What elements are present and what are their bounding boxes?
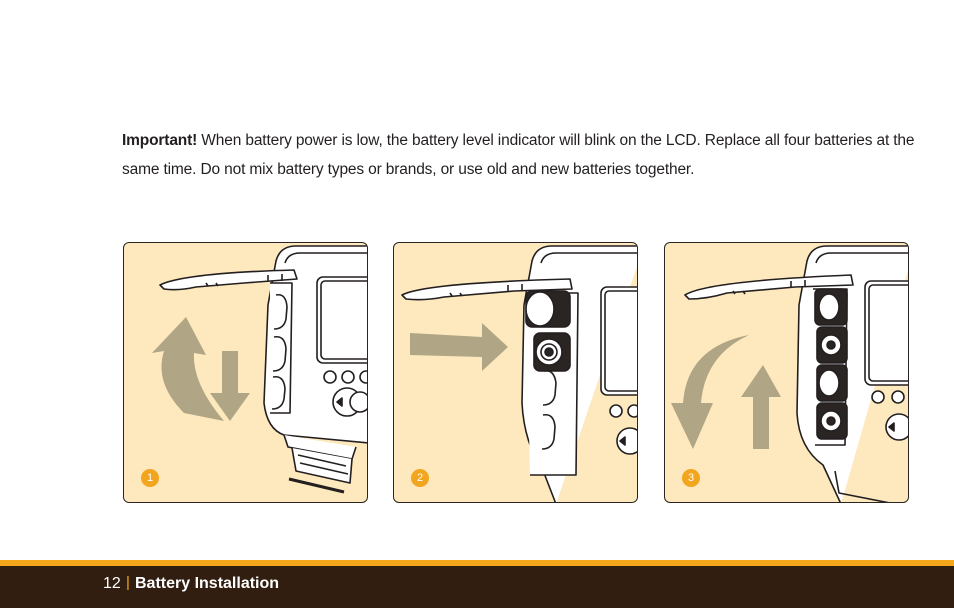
open-battery-door-illustration	[152, 245, 367, 494]
page-footer: 12 | Battery Installation	[0, 566, 954, 608]
section-title: Battery Installation	[135, 575, 280, 592]
step-3-panel: 3	[664, 242, 909, 503]
page-number: 12	[103, 575, 121, 592]
insert-batteries-illustration	[401, 245, 637, 502]
note-text: When battery power is low, the battery l…	[122, 131, 915, 178]
step-2-panel: 2	[393, 242, 638, 503]
footer-separator: |	[126, 574, 130, 591]
note-lead: Important!	[122, 131, 198, 149]
step-3-badge: 3	[682, 469, 700, 487]
step-1-panel: 1	[123, 242, 368, 503]
step-1-badge: 1	[141, 469, 159, 487]
important-note: Important! When battery power is low, th…	[122, 126, 922, 184]
close-battery-door-illustration	[671, 245, 908, 502]
step-2-badge: 2	[411, 469, 429, 487]
footer-stripe	[0, 560, 954, 566]
